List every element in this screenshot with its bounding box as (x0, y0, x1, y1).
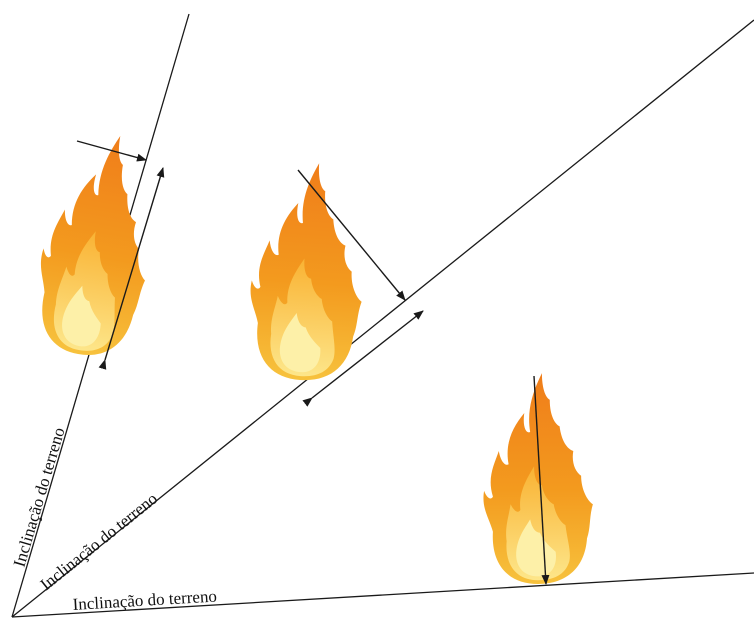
flame-distance-line-medium (297, 169, 406, 301)
flame-icon-flat (483, 373, 593, 584)
slope-label-medium: Inclinação do terreno (37, 489, 161, 594)
slope-label-steep: Inclinação do terreno (10, 425, 69, 569)
flame-icon-steep (25, 126, 169, 364)
slope-label-flat: Inclinação do terreno (72, 586, 217, 614)
flame-height-arrow-flat (533, 375, 550, 585)
slope-double-arrow-medium (302, 310, 424, 407)
flame-distance-line-steep (76, 140, 147, 162)
slope-line-flat (11, 572, 754, 618)
slope-double-arrow-steep (98, 167, 165, 370)
flame-icon-medium (244, 159, 372, 384)
